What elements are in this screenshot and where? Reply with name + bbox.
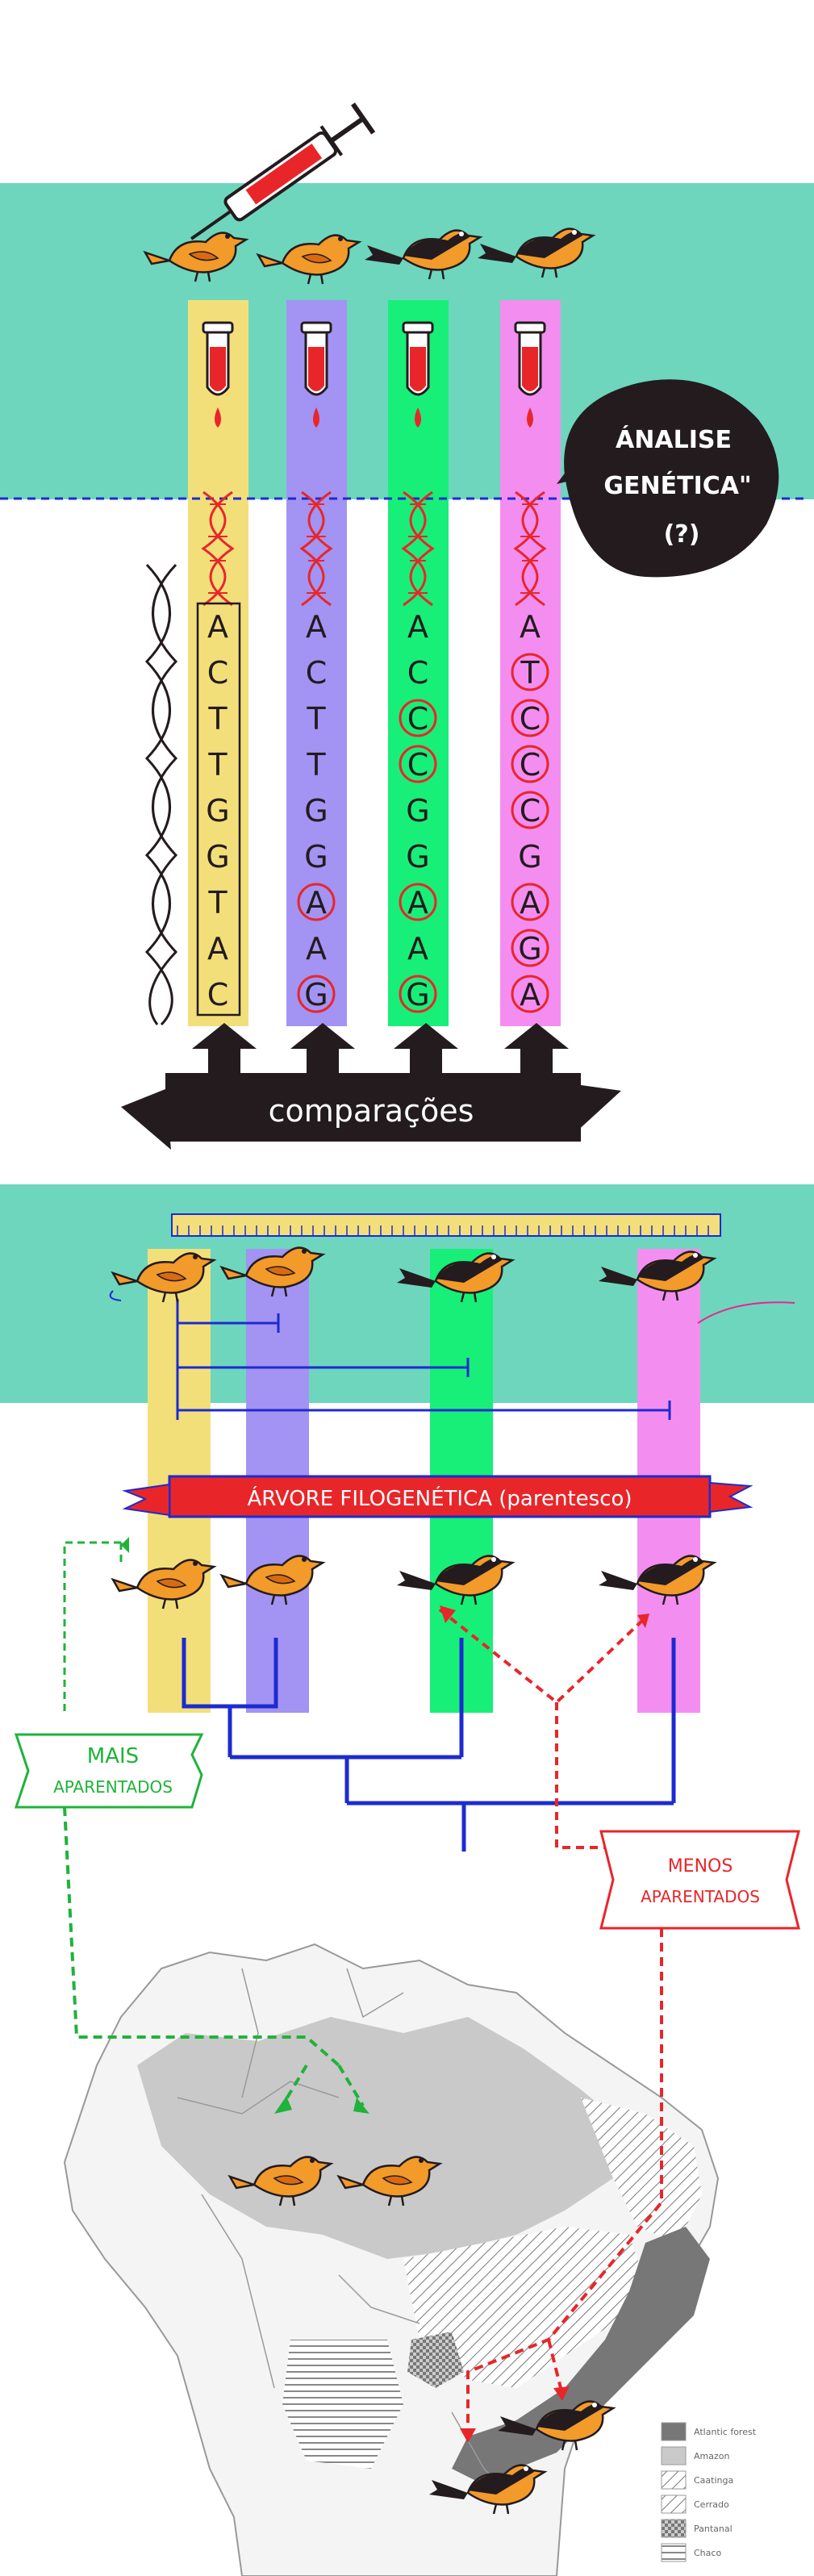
difference-circle — [511, 975, 549, 1013]
sequence-letter: A — [306, 885, 327, 921]
difference-circle — [297, 883, 336, 921]
sequence-letter: C — [407, 655, 429, 691]
sequence-letter: T — [306, 747, 326, 783]
sequence-letter: C — [520, 747, 541, 783]
difference-circle — [399, 883, 437, 921]
sequence-box — [196, 602, 241, 1017]
legend-label: Amazon — [694, 2451, 729, 2461]
atlantic-forest-region — [452, 2227, 710, 2485]
less-related-tag: MENOS APARENTADOS — [599, 1830, 800, 1930]
legend-label: Cerrado — [694, 2499, 729, 2510]
sequence-letter: C — [407, 701, 429, 737]
legend-swatch — [661, 2470, 687, 2490]
sequence-letter: C — [520, 793, 541, 829]
sequence-letter: G — [406, 839, 429, 875]
difference-circle — [511, 653, 549, 691]
legend-label: Atlantic forest — [694, 2427, 757, 2437]
sequence-letter: G — [518, 931, 541, 967]
map-legend: Atlantic forestAmazonCaatingaCerradoPant… — [661, 2422, 757, 2562]
legend-swatch — [661, 2446, 687, 2465]
sequence-letter: A — [306, 609, 327, 645]
bubble-line-3: (?) — [664, 520, 700, 549]
sequence-letter: A — [520, 885, 541, 921]
difference-circle — [511, 791, 549, 829]
speech-bubble: ÁNALISE GENÉTICA" (?) — [557, 379, 779, 578]
legend-swatch — [661, 2422, 687, 2441]
bubble-line-2: GENÉTICA" — [603, 471, 751, 500]
difference-circle — [399, 975, 437, 1013]
red-dashed-v — [438, 1608, 647, 1849]
phylogenetic-tree — [182, 1638, 676, 1852]
syringe-icon — [190, 102, 376, 240]
sequence-letter: A — [207, 609, 228, 645]
sequence-letter: C — [207, 655, 229, 691]
sequence-letter: A — [407, 885, 428, 921]
less-related-line-2: APARENTADOS — [641, 1887, 760, 1906]
sequence-letter: G — [206, 839, 229, 875]
amazon-region — [137, 2017, 629, 2259]
sequence-letter: G — [304, 793, 328, 829]
banner-text: comparações — [269, 1093, 474, 1129]
comparison-banner: comparações — [121, 1073, 621, 1150]
caatinga-region — [581, 2098, 702, 2243]
sequence-letter: T — [306, 701, 326, 737]
legend-swatch — [661, 2543, 687, 2562]
pantanal-region — [407, 2332, 464, 2388]
difference-circle — [297, 975, 336, 1013]
up-arrows — [192, 1023, 569, 1073]
difference-circle — [511, 929, 549, 967]
ruler — [171, 1213, 721, 1237]
sequence-letter: C — [207, 977, 229, 1012]
sequence-letter: G — [406, 793, 429, 829]
phylogenetic-tree-ribbon: ÁRVORE FILOGENÉTICA (parentesco) — [122, 1475, 753, 1518]
sequence-letter: T — [207, 885, 228, 921]
legend-label: Caatinga — [694, 2475, 733, 2486]
sequence-letter: C — [306, 655, 328, 691]
legend-label: Pantanal — [694, 2524, 733, 2534]
sequence-letter: A — [407, 609, 428, 645]
more-related-line-1: MAIS — [87, 1744, 139, 1768]
legend-label: Chaco — [694, 2548, 721, 2558]
less-related-line-1: MENOS — [668, 1856, 733, 1877]
more-related-tag: MAIS APARENTADOS — [14, 1733, 204, 1809]
sequence-letter: G — [406, 977, 429, 1012]
cerrado-region — [403, 2227, 645, 2388]
difference-circle — [511, 699, 549, 737]
difference-circle — [399, 699, 437, 737]
green-dashed-bracket — [63, 1541, 123, 1714]
bubble-line-1: ÁNALISE — [616, 425, 732, 454]
sequence-letter: T — [520, 655, 540, 691]
sequence-letter: A — [520, 609, 541, 645]
difference-circle — [399, 745, 437, 783]
legend-swatch — [661, 2519, 687, 2538]
legend-swatch — [661, 2495, 687, 2514]
dna-helix-black-icon — [144, 563, 178, 1026]
sequence-letter: G — [206, 793, 229, 829]
difference-circle — [511, 883, 549, 921]
sequence-letter: G — [304, 977, 328, 1012]
sequence-letter: C — [520, 701, 541, 737]
sequence-letter: A — [407, 931, 428, 967]
sequence-letter: C — [407, 747, 429, 783]
chaco-region — [282, 2340, 403, 2469]
sequence-letter: G — [518, 839, 541, 875]
difference-circle — [511, 745, 549, 783]
ribbon-text: ÁRVORE FILOGENÉTICA (parentesco) — [247, 1485, 632, 1511]
sequence-letter: A — [207, 931, 228, 967]
south-america-map — [63, 1943, 720, 2576]
sequence-letter: T — [207, 701, 228, 737]
sequence-letter: G — [304, 839, 328, 875]
sequence-letter: A — [520, 977, 541, 1012]
sequence-letter: A — [306, 931, 327, 967]
more-related-line-2: APARENTADOS — [53, 1777, 173, 1797]
sequence-letter: T — [207, 747, 228, 783]
distance-bars — [176, 1299, 671, 1420]
